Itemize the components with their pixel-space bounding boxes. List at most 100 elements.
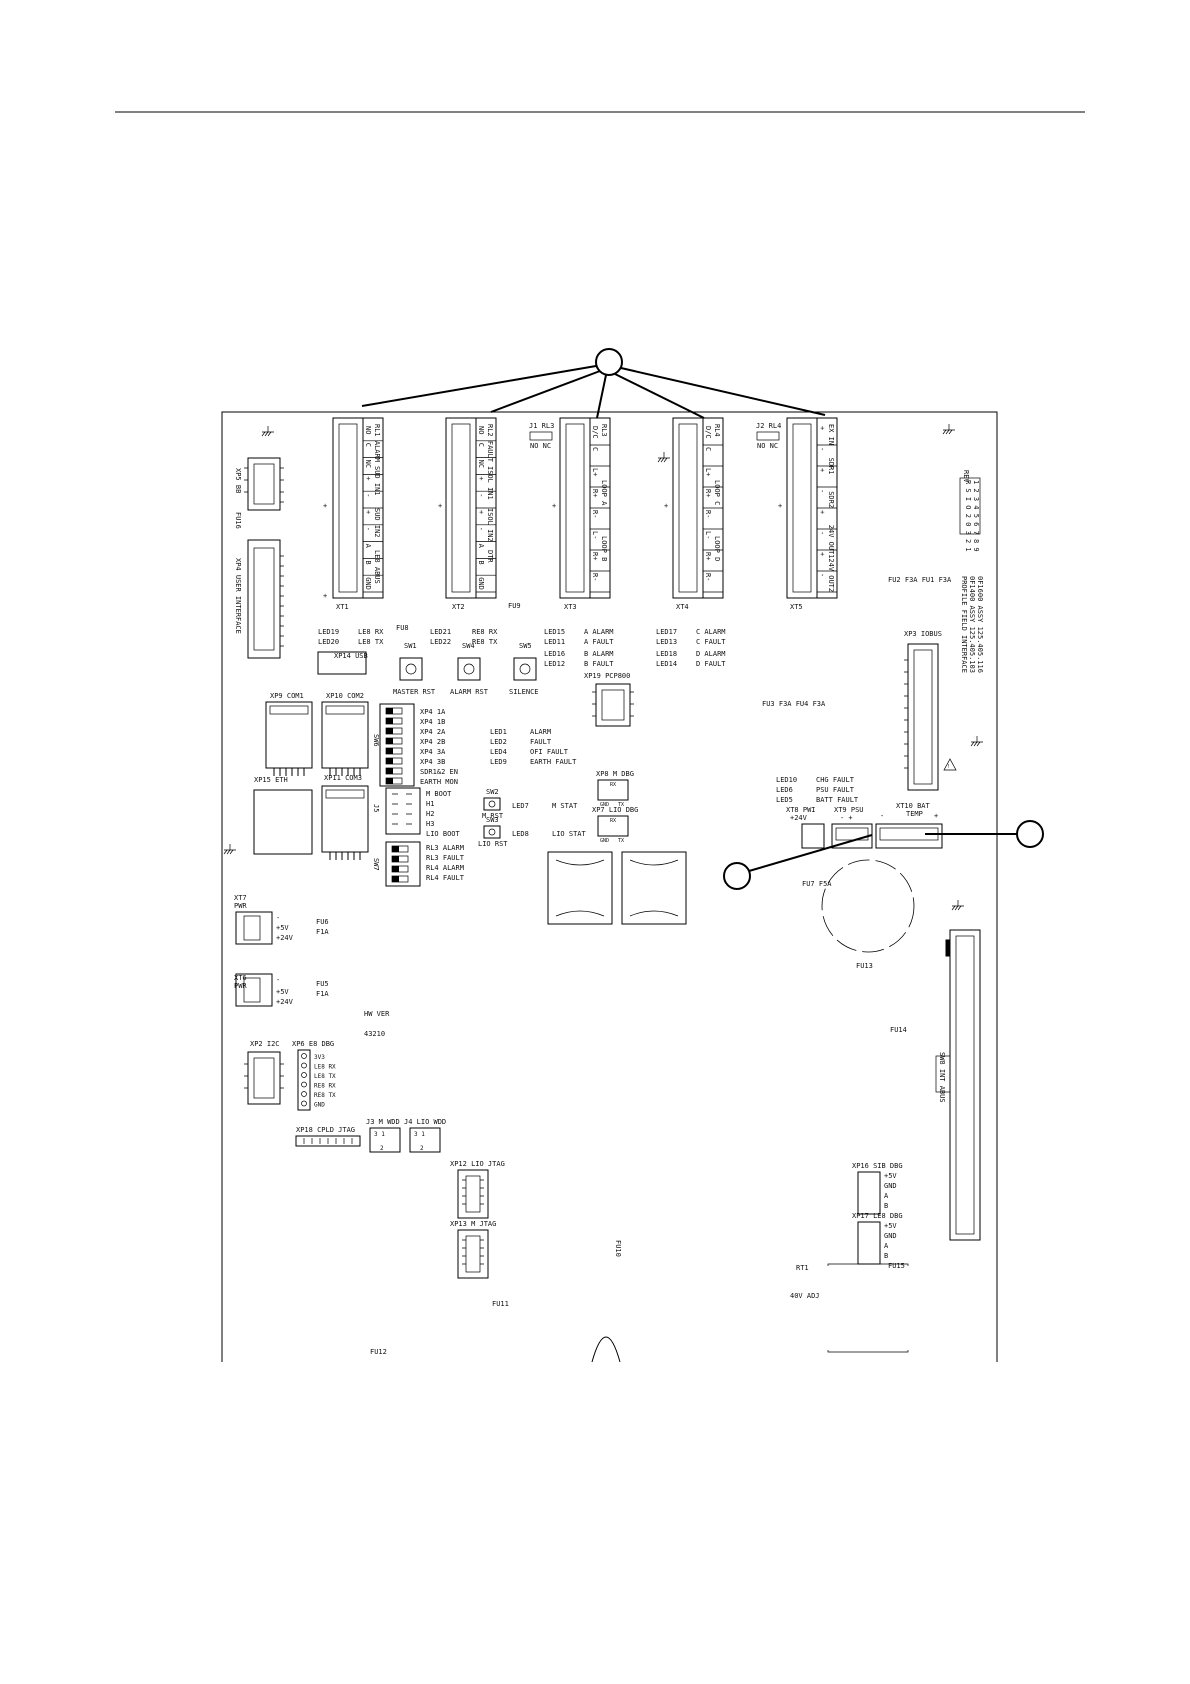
svg-text:XT7: XT7 — [234, 894, 247, 902]
connector-xp15-eth: XP15 ETH — [253, 776, 313, 855]
svg-text:RL4 ALARM: RL4 ALARM — [426, 864, 464, 872]
terminal-pin: D/C — [704, 426, 712, 439]
terminal-pin: A — [477, 544, 485, 549]
terminal-pin: B — [364, 560, 372, 564]
svg-text:D FAULT: D FAULT — [696, 660, 726, 668]
terminal-xt9: XT9 PSU - + — [831, 806, 873, 849]
led-group-psu: LED10 LED6 LED5 CHG FAULT PSU FAULT BATT… — [776, 776, 859, 804]
svg-text:TEMP: TEMP — [906, 810, 923, 818]
connector-xp8: XP8 M DBG RX GND TX — [596, 770, 634, 808]
led-group-mid: LED21 LED22 RE8 RX RE8 TX — [430, 628, 498, 646]
svg-text:XP19 PCP800: XP19 PCP800 — [584, 672, 630, 680]
terminal-pin: R+ — [591, 489, 599, 497]
terminal-pin: R- — [591, 573, 599, 581]
dip-label: EARTH MON — [420, 778, 458, 786]
svg-text:GND: GND — [600, 802, 609, 808]
svg-text:XP3 IOBUS: XP3 IOBUS — [904, 630, 942, 638]
terminal-block-xt3: XT3 + — [552, 417, 611, 611]
connector-xp13: XP13 M JTAG — [450, 1220, 496, 1279]
fu16-label: FU16 — [234, 512, 242, 529]
svg-text:LED16: LED16 — [544, 650, 565, 658]
terminal-xt6: XT6 PWR - +5V +24V FU5 F1A — [234, 973, 329, 1007]
svg-text:SW7: SW7 — [372, 858, 380, 871]
xp6-pin: RE8 TX — [314, 1092, 336, 1099]
svg-text:LED4: LED4 — [490, 748, 507, 756]
svg-text:XT10 BAT: XT10 BAT — [896, 802, 931, 810]
svg-text:LED14: LED14 — [656, 660, 677, 668]
svg-text:PWR: PWR — [234, 902, 247, 910]
terminal-pin: GND — [364, 577, 372, 590]
svg-text:LED18: LED18 — [656, 650, 677, 658]
svg-text:40V ADJ: 40V ADJ — [790, 1292, 820, 1300]
connector-xp10: XP10 COM2 — [321, 692, 369, 776]
svg-text:+24V: +24V — [276, 934, 294, 942]
terminal-pin: - — [818, 573, 826, 577]
fu12-label: FU12 — [370, 1348, 387, 1356]
svg-text:LED2: LED2 — [490, 738, 507, 746]
inductor-l1 — [547, 851, 613, 925]
svg-text:J1 RL3: J1 RL3 — [529, 422, 554, 430]
svg-text:J3 M WDD: J3 M WDD — [366, 1118, 400, 1126]
xp6-pin: GND — [314, 1102, 325, 1109]
svg-text:F1A: F1A — [316, 928, 329, 936]
terminal-group-label: LOOP A — [600, 480, 608, 506]
connector-xp17: XP17 LE8 DBG +5V GND A B — [852, 1212, 903, 1265]
svg-text:A FAULT: A FAULT — [584, 638, 614, 646]
board-id-1: 0F1600 ASSY 125.405.116 — [976, 576, 984, 673]
svg-text:LIO STAT: LIO STAT — [552, 830, 587, 838]
svg-text:+24V: +24V — [790, 814, 808, 822]
terminal-pin: NC — [477, 460, 485, 468]
svg-text:2: 2 — [420, 1145, 424, 1152]
terminal-pin: - — [818, 447, 826, 451]
terminal-pin: A — [364, 544, 372, 549]
board-id-3: PROFILE FIELD INTERFACE — [960, 576, 968, 673]
svg-text:SW8 INT ABUS: SW8 INT ABUS — [938, 1052, 946, 1103]
hw-ver-label: HW VER — [364, 1010, 390, 1018]
dip-label: XP4 3A — [420, 748, 446, 756]
svg-text:LE8 RX: LE8 RX — [358, 628, 384, 636]
callout-psu — [723, 834, 873, 890]
svg-text:+5V: +5V — [884, 1172, 897, 1180]
svg-text:GND: GND — [884, 1182, 897, 1190]
terminal-group-label: SUD IN1 — [373, 466, 381, 496]
svg-text:J5: J5 — [372, 804, 380, 812]
svg-text:GND: GND — [884, 1232, 897, 1240]
dip-label: XP4 3B — [420, 758, 445, 766]
svg-text:M BOOT: M BOOT — [426, 790, 452, 798]
connector-xp9: XP9 COM1 — [265, 692, 313, 776]
board-outline — [221, 411, 998, 1362]
svg-text:-: - — [276, 914, 280, 922]
svg-text:XP13 M JTAG: XP13 M JTAG — [450, 1220, 496, 1228]
svg-text:RE8 TX: RE8 TX — [472, 638, 498, 646]
svg-text:3 1: 3 1 — [374, 1131, 385, 1138]
connector-xp18: XP18 CPLD JTAG — [295, 1126, 361, 1147]
terminal-pin: GND — [477, 577, 485, 590]
svg-text:MASTER RST: MASTER RST — [393, 688, 436, 696]
fu7-label: FU7 F5A — [802, 880, 832, 888]
svg-text:FU6: FU6 — [316, 918, 329, 926]
svg-text:LIO RST: LIO RST — [478, 840, 508, 848]
led-group-status: LED1 LED2 LED4 LED9 ALARM FAULT OFI FAUL… — [490, 728, 577, 766]
svg-text:TX: TX — [618, 838, 624, 844]
svg-text:A ALARM: A ALARM — [584, 628, 614, 636]
svg-text:OFI FAULT: OFI FAULT — [530, 748, 569, 756]
svg-text:F1A: F1A — [316, 990, 329, 998]
terminal-pin: NC — [364, 460, 372, 468]
svg-text:XP16 SIB DBG: XP16 SIB DBG — [852, 1162, 903, 1170]
terminal-group-label: SUD IN2 — [373, 508, 381, 538]
svg-text:LIO BOOT: LIO BOOT — [426, 830, 461, 838]
svg-text:2: 2 — [380, 1145, 384, 1152]
terminal-pin: D/C — [591, 426, 599, 439]
svg-text:XP17 LE8 DBG: XP17 LE8 DBG — [852, 1212, 903, 1220]
button-sw3: SW3 LIO RST LED8 LIO STAT — [478, 816, 587, 848]
svg-text:XP9 COM1: XP9 COM1 — [270, 692, 304, 700]
connector-xp14-usb: XP14 USB — [317, 651, 368, 675]
earth-icon — [223, 424, 983, 911]
svg-text:LED5: LED5 — [776, 796, 793, 804]
callout-battery — [925, 820, 1044, 848]
terminal-pin: B — [477, 560, 485, 564]
dip-label: SDR1&2 EN — [420, 768, 458, 776]
led-group-left: LED19 LED20 LE8 RX LE8 TX FU8 — [318, 624, 409, 646]
terminal-group-label: RL4 — [713, 424, 721, 437]
dip-label: XP4 2B — [420, 738, 445, 746]
